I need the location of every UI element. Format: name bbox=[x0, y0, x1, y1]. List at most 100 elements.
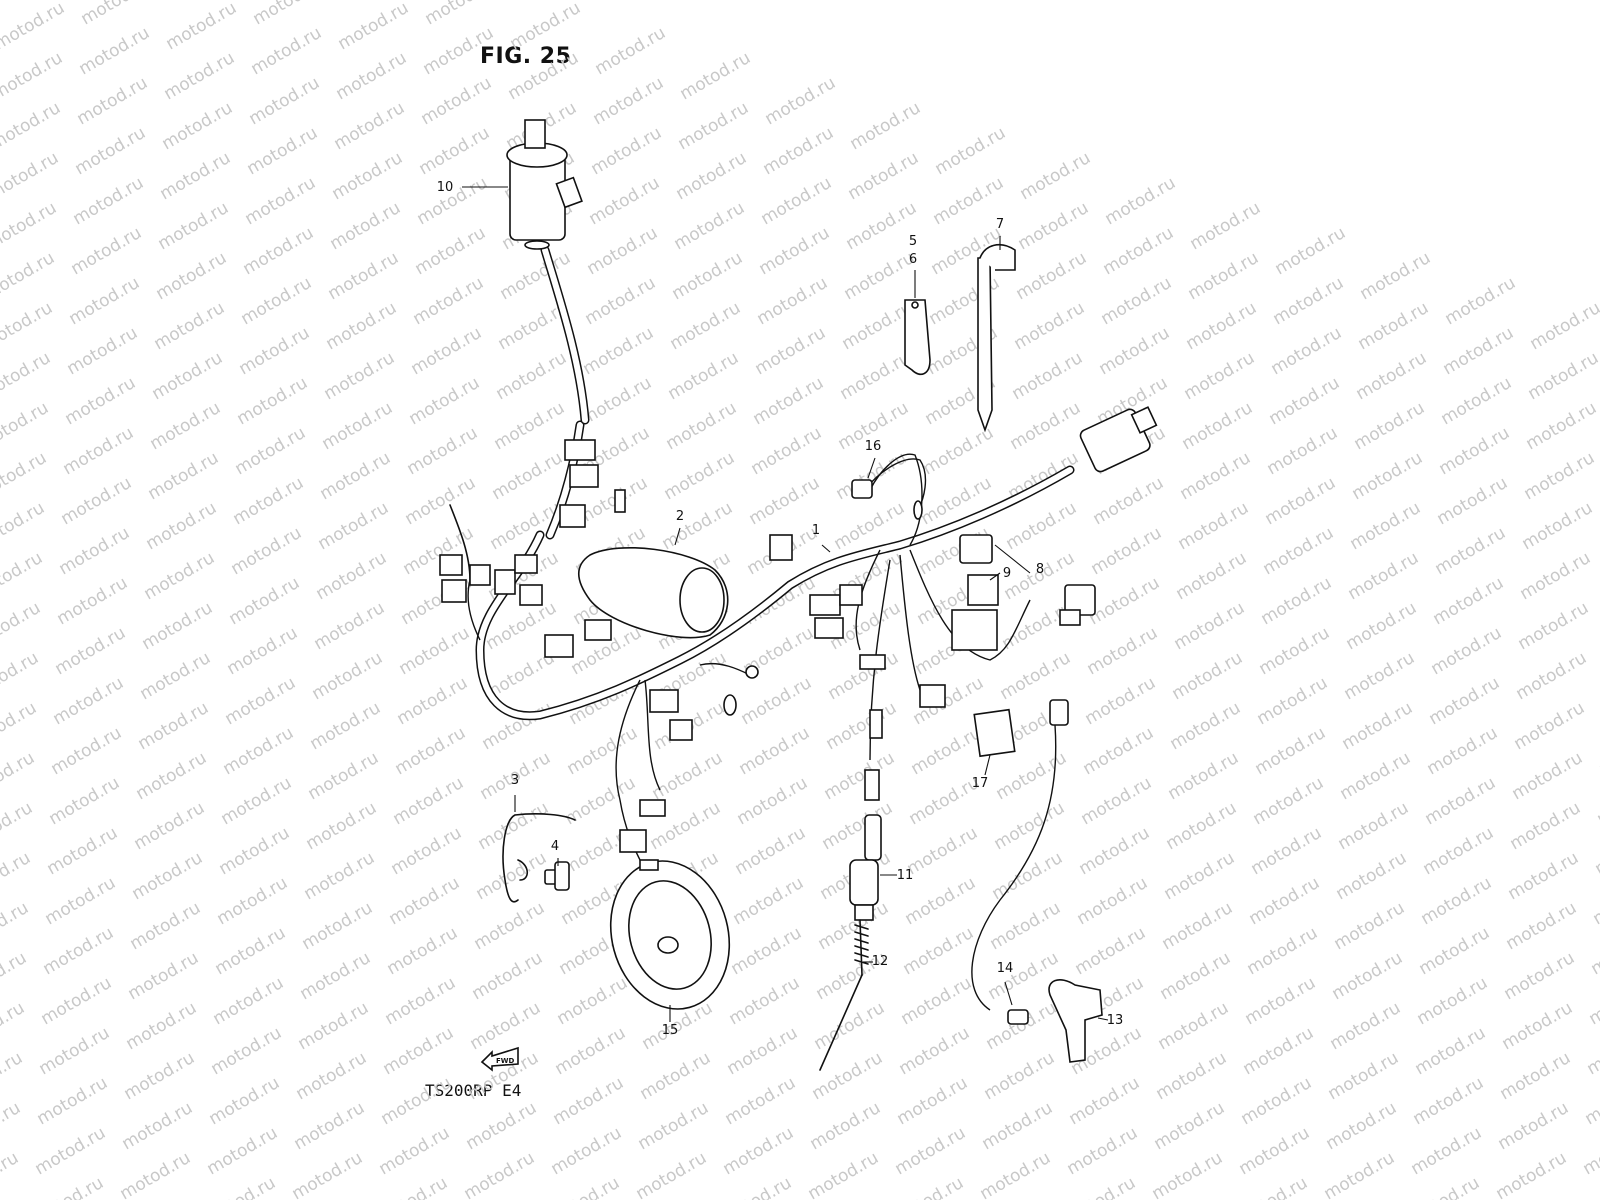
watermark-text: motod.ru bbox=[1254, 673, 1332, 729]
callout-number-7: 7 bbox=[996, 217, 1004, 232]
watermark-text: motod.ru bbox=[1596, 723, 1600, 779]
watermark-text: motod.ru bbox=[396, 623, 474, 679]
watermark-text: motod.ru bbox=[1084, 623, 1162, 679]
watermark-text: motod.ru bbox=[1179, 398, 1257, 454]
watermark-text: motod.ru bbox=[1155, 998, 1233, 1054]
watermark-text: motod.ru bbox=[1442, 273, 1520, 329]
callout-number-12: 12 bbox=[872, 954, 889, 969]
watermark-text: motod.ru bbox=[0, 248, 58, 304]
callout-number-3: 3 bbox=[511, 773, 519, 788]
watermark-text: motod.ru bbox=[58, 473, 136, 529]
watermark-text: motod.ru bbox=[1009, 348, 1087, 404]
watermark-text: motod.ru bbox=[590, 73, 668, 129]
watermark-text: motod.ru bbox=[819, 798, 897, 854]
watermark-text: motod.ru bbox=[1242, 973, 1320, 1029]
watermark-text: motod.ru bbox=[823, 698, 901, 754]
watermark-text: motod.ru bbox=[1414, 973, 1492, 1029]
watermark-text: motod.ru bbox=[1088, 523, 1166, 579]
watermark-text: motod.ru bbox=[317, 448, 395, 504]
watermark-text: motod.ru bbox=[42, 873, 120, 929]
watermark-text: motod.ru bbox=[248, 23, 326, 79]
connector-cluster-upper bbox=[559, 439, 626, 528]
watermark-text: motod.ru bbox=[0, 998, 28, 1054]
watermark-text: motod.ru bbox=[121, 1048, 199, 1104]
watermark-text: motod.ru bbox=[0, 548, 46, 604]
watermark-text: motod.ru bbox=[467, 998, 545, 1054]
watermark-text: motod.ru bbox=[635, 1098, 713, 1154]
watermark-text: motod.ru bbox=[552, 1023, 630, 1079]
callout-leader-16 bbox=[867, 457, 876, 479]
watermark-text: motod.ru bbox=[0, 598, 44, 654]
watermark-text: motod.ru bbox=[1590, 873, 1600, 929]
stop-switch bbox=[849, 814, 882, 921]
watermark-text: motod.ru bbox=[493, 348, 571, 404]
watermark-text: motod.ru bbox=[335, 0, 413, 54]
watermark-text: motod.ru bbox=[748, 423, 826, 479]
watermark-text: motod.ru bbox=[1333, 848, 1411, 904]
watermark-text: motod.ru bbox=[1339, 698, 1417, 754]
watermark-text: motod.ru bbox=[469, 948, 547, 1004]
watermark-text: motod.ru bbox=[40, 923, 118, 979]
fwd-label: FWD bbox=[496, 1057, 515, 1065]
watermark-text: motod.ru bbox=[123, 998, 201, 1054]
watermark-text: motod.ru bbox=[677, 48, 755, 104]
watermark-text: motod.ru bbox=[380, 1023, 458, 1079]
cable-tie bbox=[977, 243, 1016, 433]
watermark-text: motod.ru bbox=[313, 548, 391, 604]
watermark-text: motod.ru bbox=[1515, 598, 1593, 654]
watermark-text: motod.ru bbox=[329, 148, 407, 204]
watermark-text: motod.ru bbox=[724, 1023, 802, 1079]
watermark-text: motod.ru bbox=[505, 48, 583, 104]
watermark-text: motod.ru bbox=[722, 1073, 800, 1129]
watermark-text: motod.ru bbox=[837, 348, 915, 404]
watermark-text: motod.ru bbox=[1499, 998, 1577, 1054]
harness-end-connector bbox=[1079, 406, 1158, 473]
watermark-text: motod.ru bbox=[64, 323, 142, 379]
watermark-text: motod.ru bbox=[50, 673, 128, 729]
connector-cluster-middle bbox=[544, 534, 946, 853]
watermark-text: motod.ru bbox=[384, 923, 462, 979]
watermark-text: motod.ru bbox=[315, 498, 393, 554]
watermark-text: motod.ru bbox=[1325, 1048, 1403, 1104]
watermark-text: motod.ru bbox=[1015, 198, 1093, 254]
watermark-text: motod.ru bbox=[989, 848, 1067, 904]
watermark-text: motod.ru bbox=[299, 898, 377, 954]
watermark-text: motod.ru bbox=[1064, 1123, 1142, 1179]
watermark-text: motod.ru bbox=[489, 448, 567, 504]
watermark-text: motod.ru bbox=[1171, 598, 1249, 654]
watermark-text: motod.ru bbox=[1329, 948, 1407, 1004]
watermark-text: motod.ru bbox=[382, 973, 460, 1029]
watermark-text: motod.ru bbox=[979, 1098, 1057, 1154]
watermark-text: motod.ru bbox=[62, 373, 140, 429]
watermark-text: motod.ru bbox=[70, 173, 148, 229]
watermark-text: motod.ru bbox=[1420, 823, 1498, 879]
watermark-text: motod.ru bbox=[1519, 498, 1597, 554]
watermark-text: motod.ru bbox=[997, 648, 1075, 704]
watermark-text: motod.ru bbox=[1159, 898, 1237, 954]
watermark-text: motod.ru bbox=[1341, 648, 1419, 704]
watermark-text: motod.ru bbox=[386, 873, 464, 929]
callout-leader-1 bbox=[821, 544, 831, 553]
watermark-text: motod.ru bbox=[1272, 223, 1350, 279]
watermark-text: motod.ru bbox=[1187, 198, 1265, 254]
watermark-text: motod.ru bbox=[983, 998, 1061, 1054]
watermark-text: motod.ru bbox=[1436, 423, 1514, 479]
watermark-text: motod.ru bbox=[291, 1098, 369, 1154]
watermark-text: motod.ru bbox=[309, 648, 387, 704]
watermark-text: motod.ru bbox=[1161, 848, 1239, 904]
watermark-text: motod.ru bbox=[475, 798, 553, 854]
watermark-text: motod.ru bbox=[661, 448, 739, 504]
watermark-text: motod.ru bbox=[746, 473, 824, 529]
watermark-text: motod.ru bbox=[376, 1123, 454, 1179]
watermark-text: motod.ru bbox=[1248, 823, 1326, 879]
watermark-text: motod.ru bbox=[1327, 998, 1405, 1054]
watermark-text: motod.ru bbox=[129, 848, 207, 904]
watermark-text: motod.ru bbox=[904, 823, 982, 879]
watermark-text: motod.ru bbox=[1584, 1023, 1600, 1079]
watermark-text: motod.ru bbox=[588, 123, 666, 179]
watermark-text: motod.ru bbox=[473, 848, 551, 904]
watermark-text: motod.ru bbox=[752, 323, 830, 379]
watermark-text: motod.ru bbox=[1074, 873, 1152, 929]
watermark-text: motod.ru bbox=[1011, 298, 1089, 354]
watermark-text: motod.ru bbox=[0, 448, 50, 504]
